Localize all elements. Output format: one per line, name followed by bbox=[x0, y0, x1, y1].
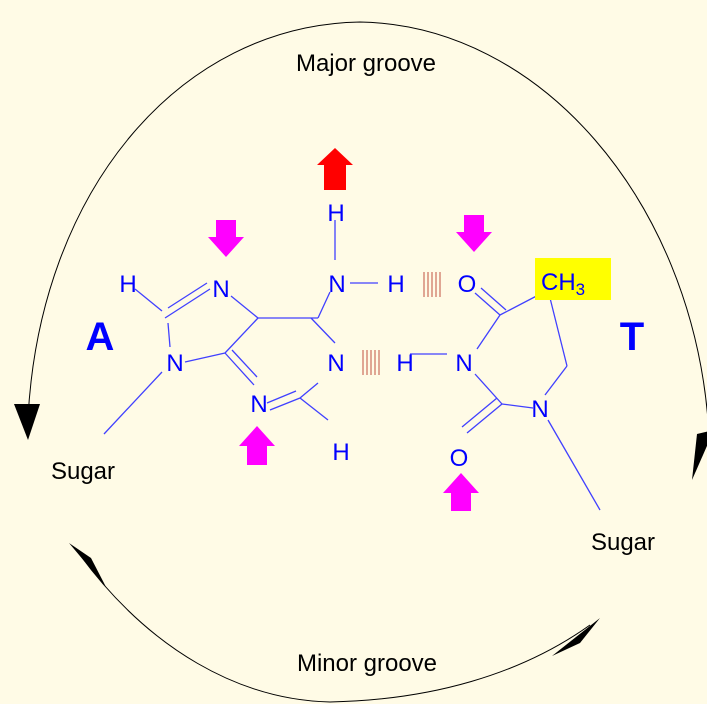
hbond-bottom bbox=[362, 350, 380, 375]
hydrogen-bonds bbox=[362, 272, 441, 375]
arrow-up-icon bbox=[443, 473, 479, 511]
atom-labels: H N N N N N H H H O N H N O CH3 bbox=[119, 200, 585, 472]
groove-arrowheads bbox=[14, 404, 707, 656]
atom-t-ch3-main: CH bbox=[541, 269, 576, 296]
base-t-label: T bbox=[620, 315, 644, 359]
atom-t-o2: O bbox=[450, 445, 469, 472]
hbond-top bbox=[423, 272, 441, 297]
arrowhead-left-down-icon bbox=[14, 404, 40, 440]
atom-a-n6: N bbox=[328, 271, 345, 298]
atom-t-h3: H bbox=[396, 350, 413, 377]
arrow-down-icon bbox=[208, 220, 244, 257]
base-letters: A T bbox=[86, 315, 645, 359]
base-a-label: A bbox=[86, 315, 115, 359]
arrow-down-icon bbox=[456, 215, 492, 252]
minor-groove-arc bbox=[79, 554, 591, 703]
atom-a-n7: N bbox=[212, 276, 229, 303]
major-groove-label: Major groove bbox=[296, 50, 436, 77]
atom-t-ch3-sub: 3 bbox=[576, 280, 585, 299]
atom-a-n9: N bbox=[166, 350, 183, 377]
minor-groove-label: Minor groove bbox=[297, 650, 437, 677]
atom-a-n1: N bbox=[327, 350, 344, 377]
arrow-up-icon bbox=[239, 426, 275, 465]
text-labels: Major groove Minor groove Sugar Sugar bbox=[51, 50, 655, 677]
sugar-left-label: Sugar bbox=[51, 458, 115, 485]
major-groove-arc bbox=[27, 21, 707, 419]
atom-t-ch3: CH3 bbox=[541, 269, 585, 299]
arrow-up-icon bbox=[317, 148, 353, 190]
groove-arcs bbox=[27, 21, 707, 703]
atom-t-n1: N bbox=[531, 396, 548, 423]
sugar-right-label: Sugar bbox=[591, 529, 655, 556]
methyl-highlight bbox=[535, 258, 611, 300]
arrows bbox=[208, 148, 492, 511]
arrowhead-right-down-icon bbox=[692, 431, 707, 480]
atom-t-o4: O bbox=[458, 271, 477, 298]
arrowhead-minor-left-icon bbox=[69, 543, 106, 587]
atom-a-h6-top: H bbox=[327, 200, 344, 227]
atom-t-n3: N bbox=[455, 350, 472, 377]
atom-a-n3: N bbox=[250, 391, 267, 418]
arrowhead-minor-right-icon bbox=[552, 618, 600, 656]
atom-a-h2: H bbox=[332, 439, 349, 466]
atom-a-h8: H bbox=[119, 271, 136, 298]
atom-a-h6-bond: H bbox=[387, 271, 404, 298]
